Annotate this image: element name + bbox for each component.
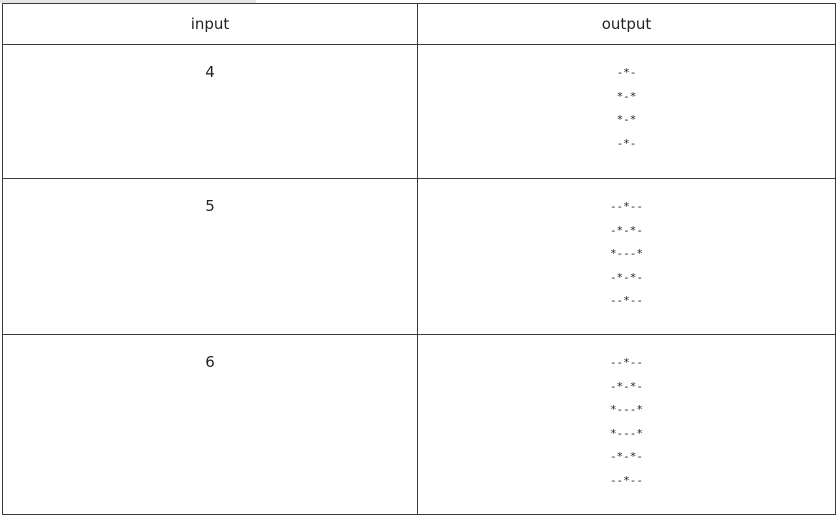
header-row: input output (2, 3, 836, 45)
output-cell: --*-- -*-*- *---* *---* -*-*- --*-- (417, 334, 836, 515)
output-pattern: --*-- -*-*- *---* *---* -*-*- --*-- (609, 356, 644, 487)
output-cell: -*- *-* *-* -*- (417, 44, 836, 179)
top-strip (0, 0, 256, 3)
output-cell: --*-- -*-*- *---* -*-*- --*-- (417, 178, 836, 335)
input-cell: 5 (2, 178, 418, 335)
output-pattern: -*- *-* *-* -*- (616, 66, 637, 150)
header-output: output (417, 3, 836, 45)
table-row: 5 --*-- -*-*- *---* -*-*- --*-- (2, 178, 836, 335)
table-row: 4 -*- *-* *-* -*- (2, 44, 836, 179)
input-cell: 4 (2, 44, 418, 179)
io-table: input output 4 -*- *-* *-* -*- 5 --*-- -… (2, 3, 836, 515)
header-input: input (2, 3, 418, 45)
output-pattern: --*-- -*-*- *---* -*-*- --*-- (609, 200, 644, 307)
table-row: 6 --*-- -*-*- *---* *---* -*-*- --*-- (2, 334, 836, 515)
input-cell: 6 (2, 334, 418, 515)
